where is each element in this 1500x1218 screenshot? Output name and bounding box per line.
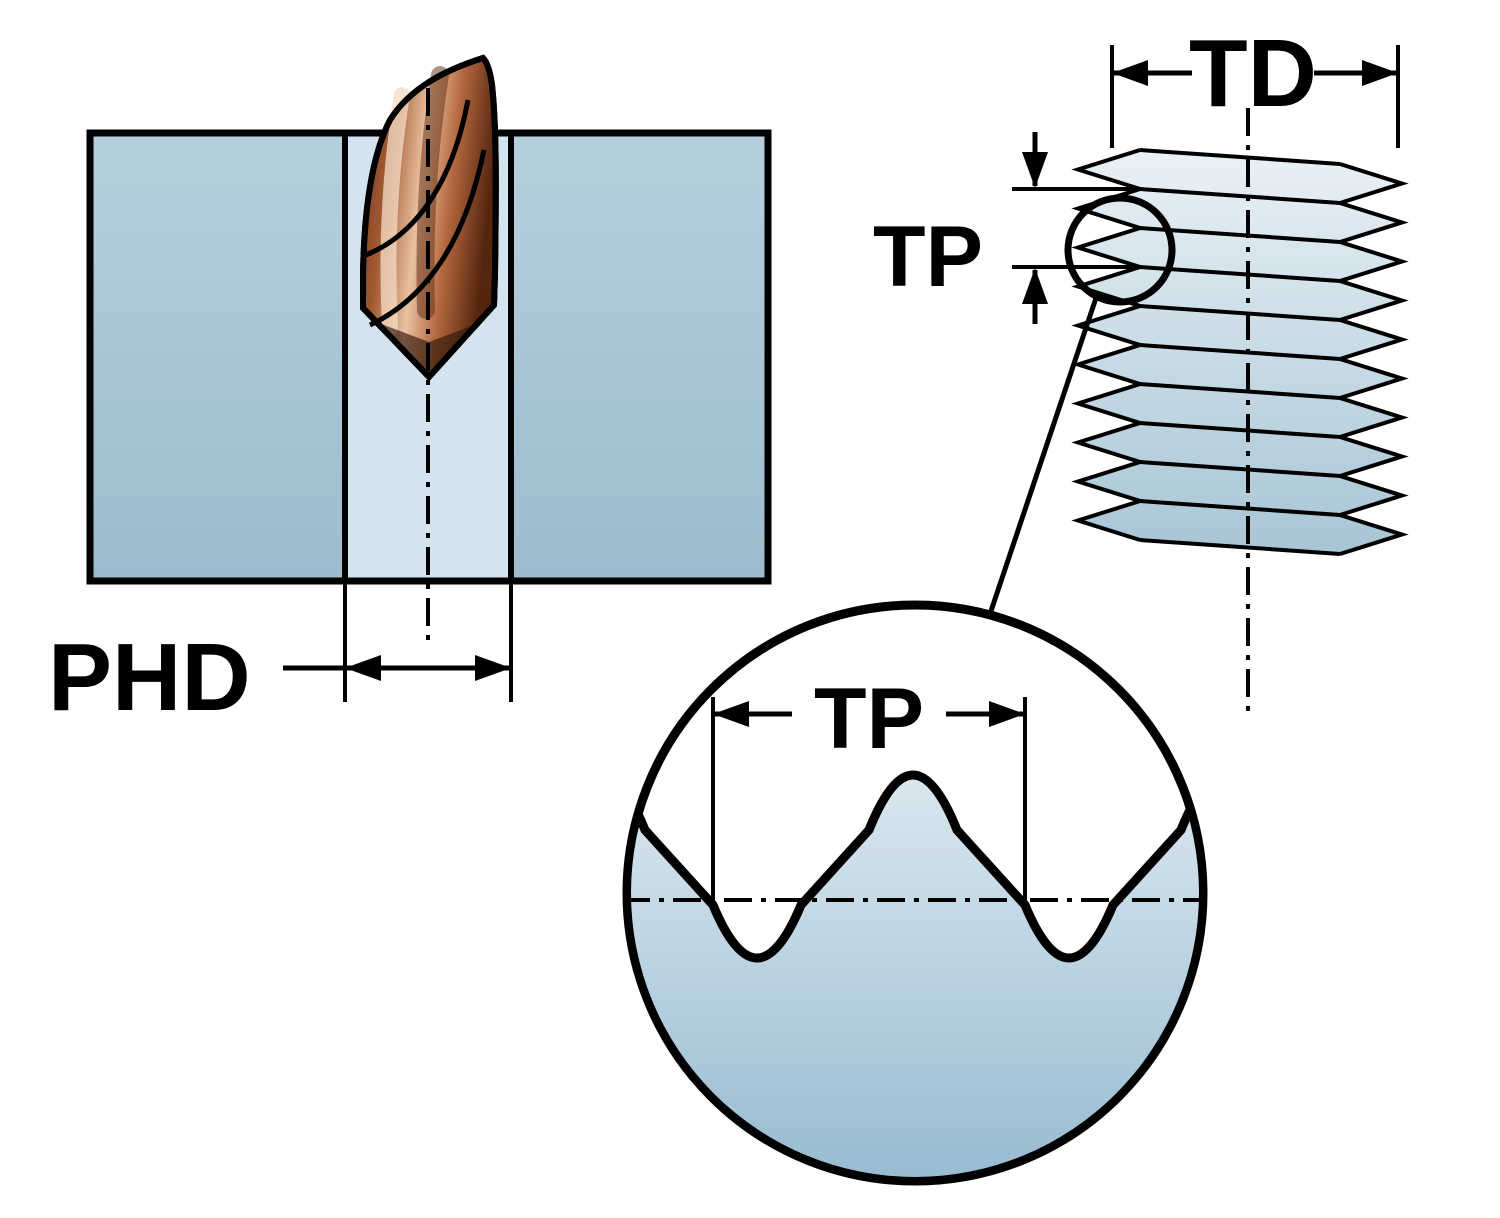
magnifier-circle	[1064, 194, 1176, 306]
tp-detail-dimension: TP	[711, 671, 1027, 908]
detail-circle-section: TP	[622, 600, 1208, 1186]
thread-section: TD TP	[873, 20, 1409, 718]
tp-pitch-label: TP	[873, 209, 983, 305]
td-arrow-right-icon	[1362, 60, 1398, 86]
td-arrow-left-icon	[1112, 60, 1148, 86]
drill-tool-highlight	[380, 87, 410, 336]
tp-detail-label: TP	[814, 671, 924, 767]
td-label: TD	[1189, 20, 1317, 127]
workpiece-section: PHD	[48, 54, 772, 731]
tp-detail-arrow-left-icon	[713, 701, 749, 727]
detail-thread-profile-fill	[631, 775, 1199, 1177]
tp-arrow-up-icon	[1022, 268, 1048, 304]
magnifier-leader-line	[985, 297, 1099, 621]
tp-pitch-dimension: TP	[873, 132, 1140, 324]
drill-tool-outline	[360, 54, 499, 382]
phd-label: PHD	[48, 624, 251, 731]
td-dimension: TD	[1110, 20, 1400, 148]
drill-flute-line-2	[368, 149, 487, 328]
phd-arrow-right-icon	[475, 655, 511, 681]
tp-detail-arrow-right-icon	[989, 701, 1025, 727]
phd-dimension: PHD	[48, 583, 513, 731]
phd-arrow-left-icon	[345, 655, 381, 681]
thread-crest-lines	[1139, 148, 1341, 556]
tp-arrow-down-icon	[1022, 152, 1048, 188]
